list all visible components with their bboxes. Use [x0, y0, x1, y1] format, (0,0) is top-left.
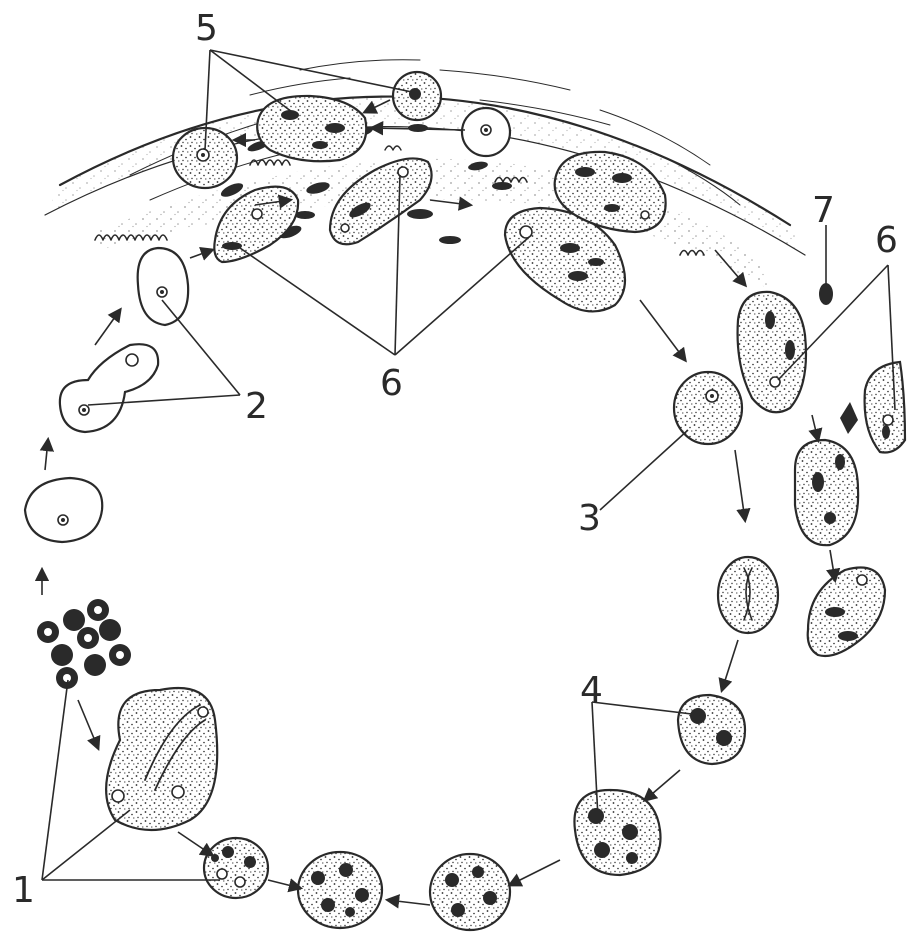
dividing-cell	[718, 557, 778, 633]
cyst-cluster	[37, 599, 131, 689]
label-1: 1	[12, 870, 35, 911]
label-3: 3	[578, 498, 601, 539]
host-cell-clear	[462, 108, 510, 156]
stage-1-cysts	[37, 599, 268, 898]
label-4: 4	[580, 670, 603, 711]
label-7: 7	[812, 190, 835, 231]
label-6-right: 6	[875, 220, 898, 261]
multinucleate-cell-1	[298, 852, 382, 928]
clear-cell-dividing	[60, 344, 158, 432]
stage-4-cell-upper	[678, 695, 745, 764]
flagellate-forms	[819, 283, 858, 434]
small-multinucleate-cell	[204, 838, 268, 898]
stage-5-cell-middle	[257, 96, 366, 161]
multinucleate-cell-2	[430, 854, 510, 930]
free-trophozoite-4	[808, 568, 885, 657]
clear-cell-top	[138, 248, 188, 325]
stage-4-cell-lower	[574, 790, 660, 875]
stage-5-cell-top	[393, 72, 441, 120]
free-trophozoite-1	[738, 292, 806, 412]
binucleate-cell	[106, 688, 217, 830]
free-trophozoite-2	[865, 362, 905, 453]
label-5: 5	[195, 8, 218, 49]
free-trophozoite-3	[795, 440, 858, 545]
label-6-center: 6	[380, 363, 403, 404]
clear-cell-bottom	[25, 478, 102, 542]
label-2: 2	[245, 386, 268, 427]
microvilli-center-left	[250, 160, 290, 165]
